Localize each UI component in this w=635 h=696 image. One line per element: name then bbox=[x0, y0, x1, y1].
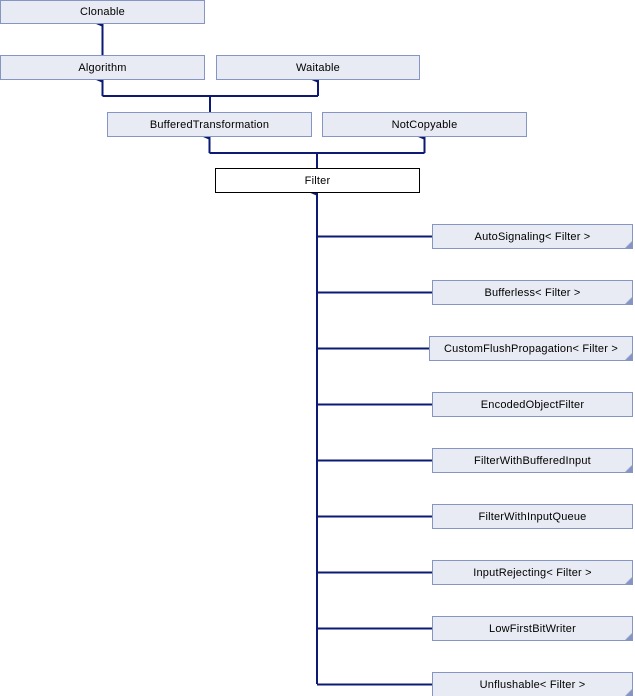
template-corner-fold-icon bbox=[625, 465, 632, 472]
node-clonable[interactable]: Clonable bbox=[0, 0, 205, 24]
node-label: Filter bbox=[304, 174, 331, 187]
derived-class-node[interactable]: EncodedObjectFilter bbox=[432, 392, 633, 417]
template-corner-fold-icon bbox=[625, 633, 632, 640]
node-label: FilterWithBufferedInput bbox=[474, 454, 591, 467]
node-label: NotCopyable bbox=[391, 118, 458, 131]
derived-class-node[interactable]: FilterWithBufferedInput bbox=[432, 448, 633, 473]
template-corner-fold-icon bbox=[625, 353, 632, 360]
derived-class-node[interactable]: CustomFlushPropagation< Filter > bbox=[429, 336, 633, 361]
node-algorithm[interactable]: Algorithm bbox=[0, 55, 205, 80]
node-label: AutoSignaling< Filter > bbox=[474, 230, 591, 243]
template-corner-fold-icon bbox=[625, 577, 632, 584]
node-label: CustomFlushPropagation< Filter > bbox=[444, 342, 618, 355]
template-corner-fold-icon bbox=[625, 297, 632, 304]
derived-class-node[interactable]: InputRejecting< Filter > bbox=[432, 560, 633, 585]
node-label: Unflushable< Filter > bbox=[479, 678, 586, 691]
node-label: Bufferless< Filter > bbox=[484, 286, 581, 299]
derived-class-node[interactable]: AutoSignaling< Filter > bbox=[432, 224, 633, 249]
node-filter[interactable]: Filter bbox=[215, 168, 420, 193]
node-label: Algorithm bbox=[78, 61, 127, 74]
edge-bufferedtransformation-trunk bbox=[102, 95, 318, 112]
template-corner-fold-icon bbox=[625, 689, 632, 696]
node-label: BufferedTransformation bbox=[149, 118, 270, 131]
node-label: FilterWithInputQueue bbox=[478, 510, 587, 523]
node-not-copyable[interactable]: NotCopyable bbox=[322, 112, 527, 137]
template-corner-fold-icon bbox=[625, 241, 632, 248]
node-label: InputRejecting< Filter > bbox=[473, 566, 592, 579]
node-label: Waitable bbox=[296, 61, 340, 74]
node-label: LowFirstBitWriter bbox=[489, 622, 576, 635]
derived-class-node[interactable]: FilterWithInputQueue bbox=[432, 504, 633, 529]
derived-class-node[interactable]: Unflushable< Filter > bbox=[432, 672, 633, 696]
edge-filter-trunk bbox=[209, 152, 425, 168]
node-label: Clonable bbox=[79, 6, 126, 18]
node-waitable[interactable]: Waitable bbox=[216, 55, 420, 80]
derived-class-node[interactable]: LowFirstBitWriter bbox=[432, 616, 633, 641]
node-label: EncodedObjectFilter bbox=[480, 398, 585, 411]
derived-class-node[interactable]: Bufferless< Filter > bbox=[432, 280, 633, 305]
node-buffered-transformation[interactable]: BufferedTransformation bbox=[107, 112, 312, 137]
